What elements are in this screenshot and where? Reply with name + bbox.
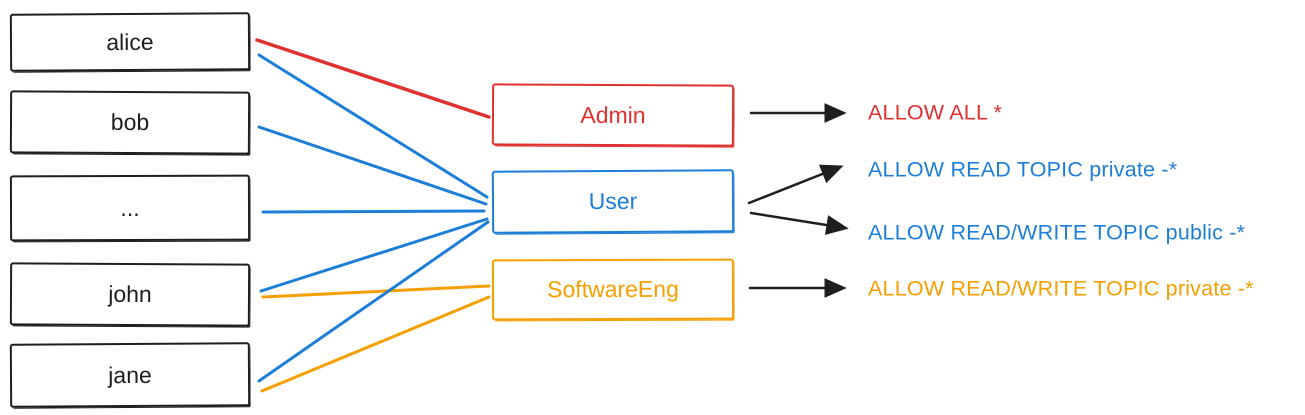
role-box-admin[interactable]: Admin	[491, 83, 735, 147]
permission-read-topic-private[interactable]: ALLOW READ TOPIC private -*	[868, 157, 1178, 182]
user-label-john: john	[108, 280, 152, 308]
user-box-john[interactable]: john	[9, 262, 251, 327]
role-label-softwareeng: SoftwareEng	[547, 275, 679, 303]
edge-john-softwareeng[interactable]	[261, 284, 491, 299]
edge-alice-user[interactable]	[257, 53, 489, 199]
permission-readwrite-topic-private[interactable]: ALLOW READ/WRITE TOPIC private -*	[868, 276, 1254, 301]
user-label-alice: alice	[106, 28, 154, 55]
permission-readwrite-topic-public[interactable]: ALLOW READ/WRITE TOPIC public -*	[868, 220, 1246, 245]
role-box-user[interactable]: User	[491, 169, 735, 234]
edge-bob-user[interactable]	[257, 125, 488, 206]
arrow-user-readprivate[interactable]	[747, 164, 844, 205]
edge-jane-softwareeng[interactable]	[260, 295, 491, 393]
user-box-jane[interactable]: jane	[9, 342, 251, 408]
user-box-ellipsis[interactable]: ...	[9, 174, 251, 242]
role-label-user: User	[588, 187, 638, 215]
user-box-bob[interactable]: bob	[9, 90, 251, 155]
role-label-admin: Admin	[580, 101, 646, 128]
user-label-jane: jane	[108, 361, 152, 388]
user-box-alice[interactable]: alice	[9, 12, 251, 72]
edge-dots-user[interactable]	[261, 209, 486, 214]
edge-jane-user[interactable]	[257, 220, 490, 383]
edge-alice-admin[interactable]	[255, 38, 491, 119]
role-box-softwareeng[interactable]: SoftwareEng	[491, 258, 735, 321]
permission-allow-all[interactable]: ALLOW ALL *	[868, 100, 1003, 125]
user-label-ellipsis: ...	[120, 194, 140, 221]
user-label-bob: bob	[110, 108, 150, 136]
edge-john-user[interactable]	[259, 217, 489, 293]
arrow-user-readwritepublic[interactable]	[749, 211, 849, 235]
